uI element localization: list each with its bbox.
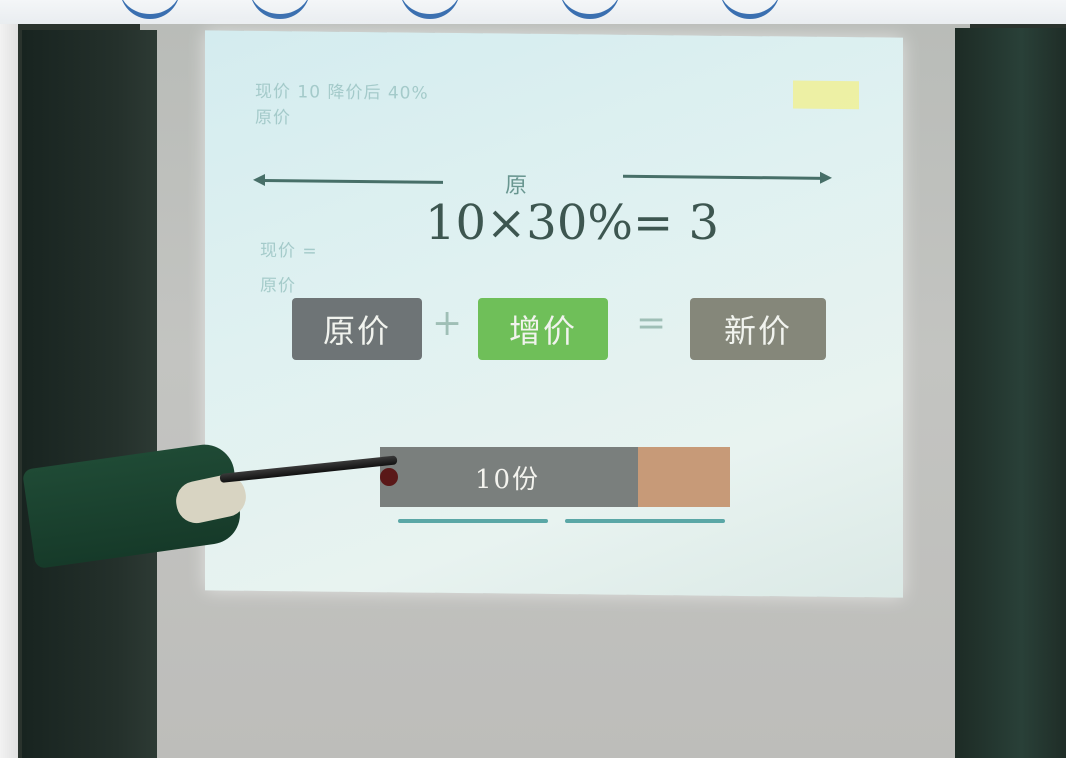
bar-diagram: 10份 [380,447,730,507]
bar-label: 10份 [474,464,541,495]
highlight-mark [793,80,859,110]
bar-extra-segment [638,447,730,507]
slide-top-text: 现价 10 降价后 40% [255,81,429,104]
banner-text-fragment [720,0,780,19]
banner-text-fragment [120,0,180,19]
underline-left [398,519,548,523]
banner-text-fragment [560,0,620,19]
blackboard-left [22,30,157,758]
top-banner-strip [0,0,1066,24]
equation-text: 10×30%= 3 [425,195,719,251]
left-note-2: 原价 [260,275,296,297]
blackboard-right [955,28,1066,758]
left-edge [0,24,22,758]
plus-sign: + [432,303,463,344]
arrowhead-left-icon [253,173,265,186]
slide-top-text-2: 原价 [255,107,291,129]
arrow-line-left [263,178,443,184]
banner-text-fragment [400,0,460,19]
underline-right [565,519,725,523]
arrow-line-right [623,174,823,180]
banner-text-fragment [250,0,310,19]
box-increase: 增价 [478,298,608,360]
pointer-tip [380,468,398,486]
box-new-price: 新价 [690,298,826,360]
equals-sign: = [636,303,667,344]
left-note: 现价 = [260,240,318,262]
arrowhead-right-icon [820,171,832,184]
box-original-price: 原价 [292,298,422,360]
